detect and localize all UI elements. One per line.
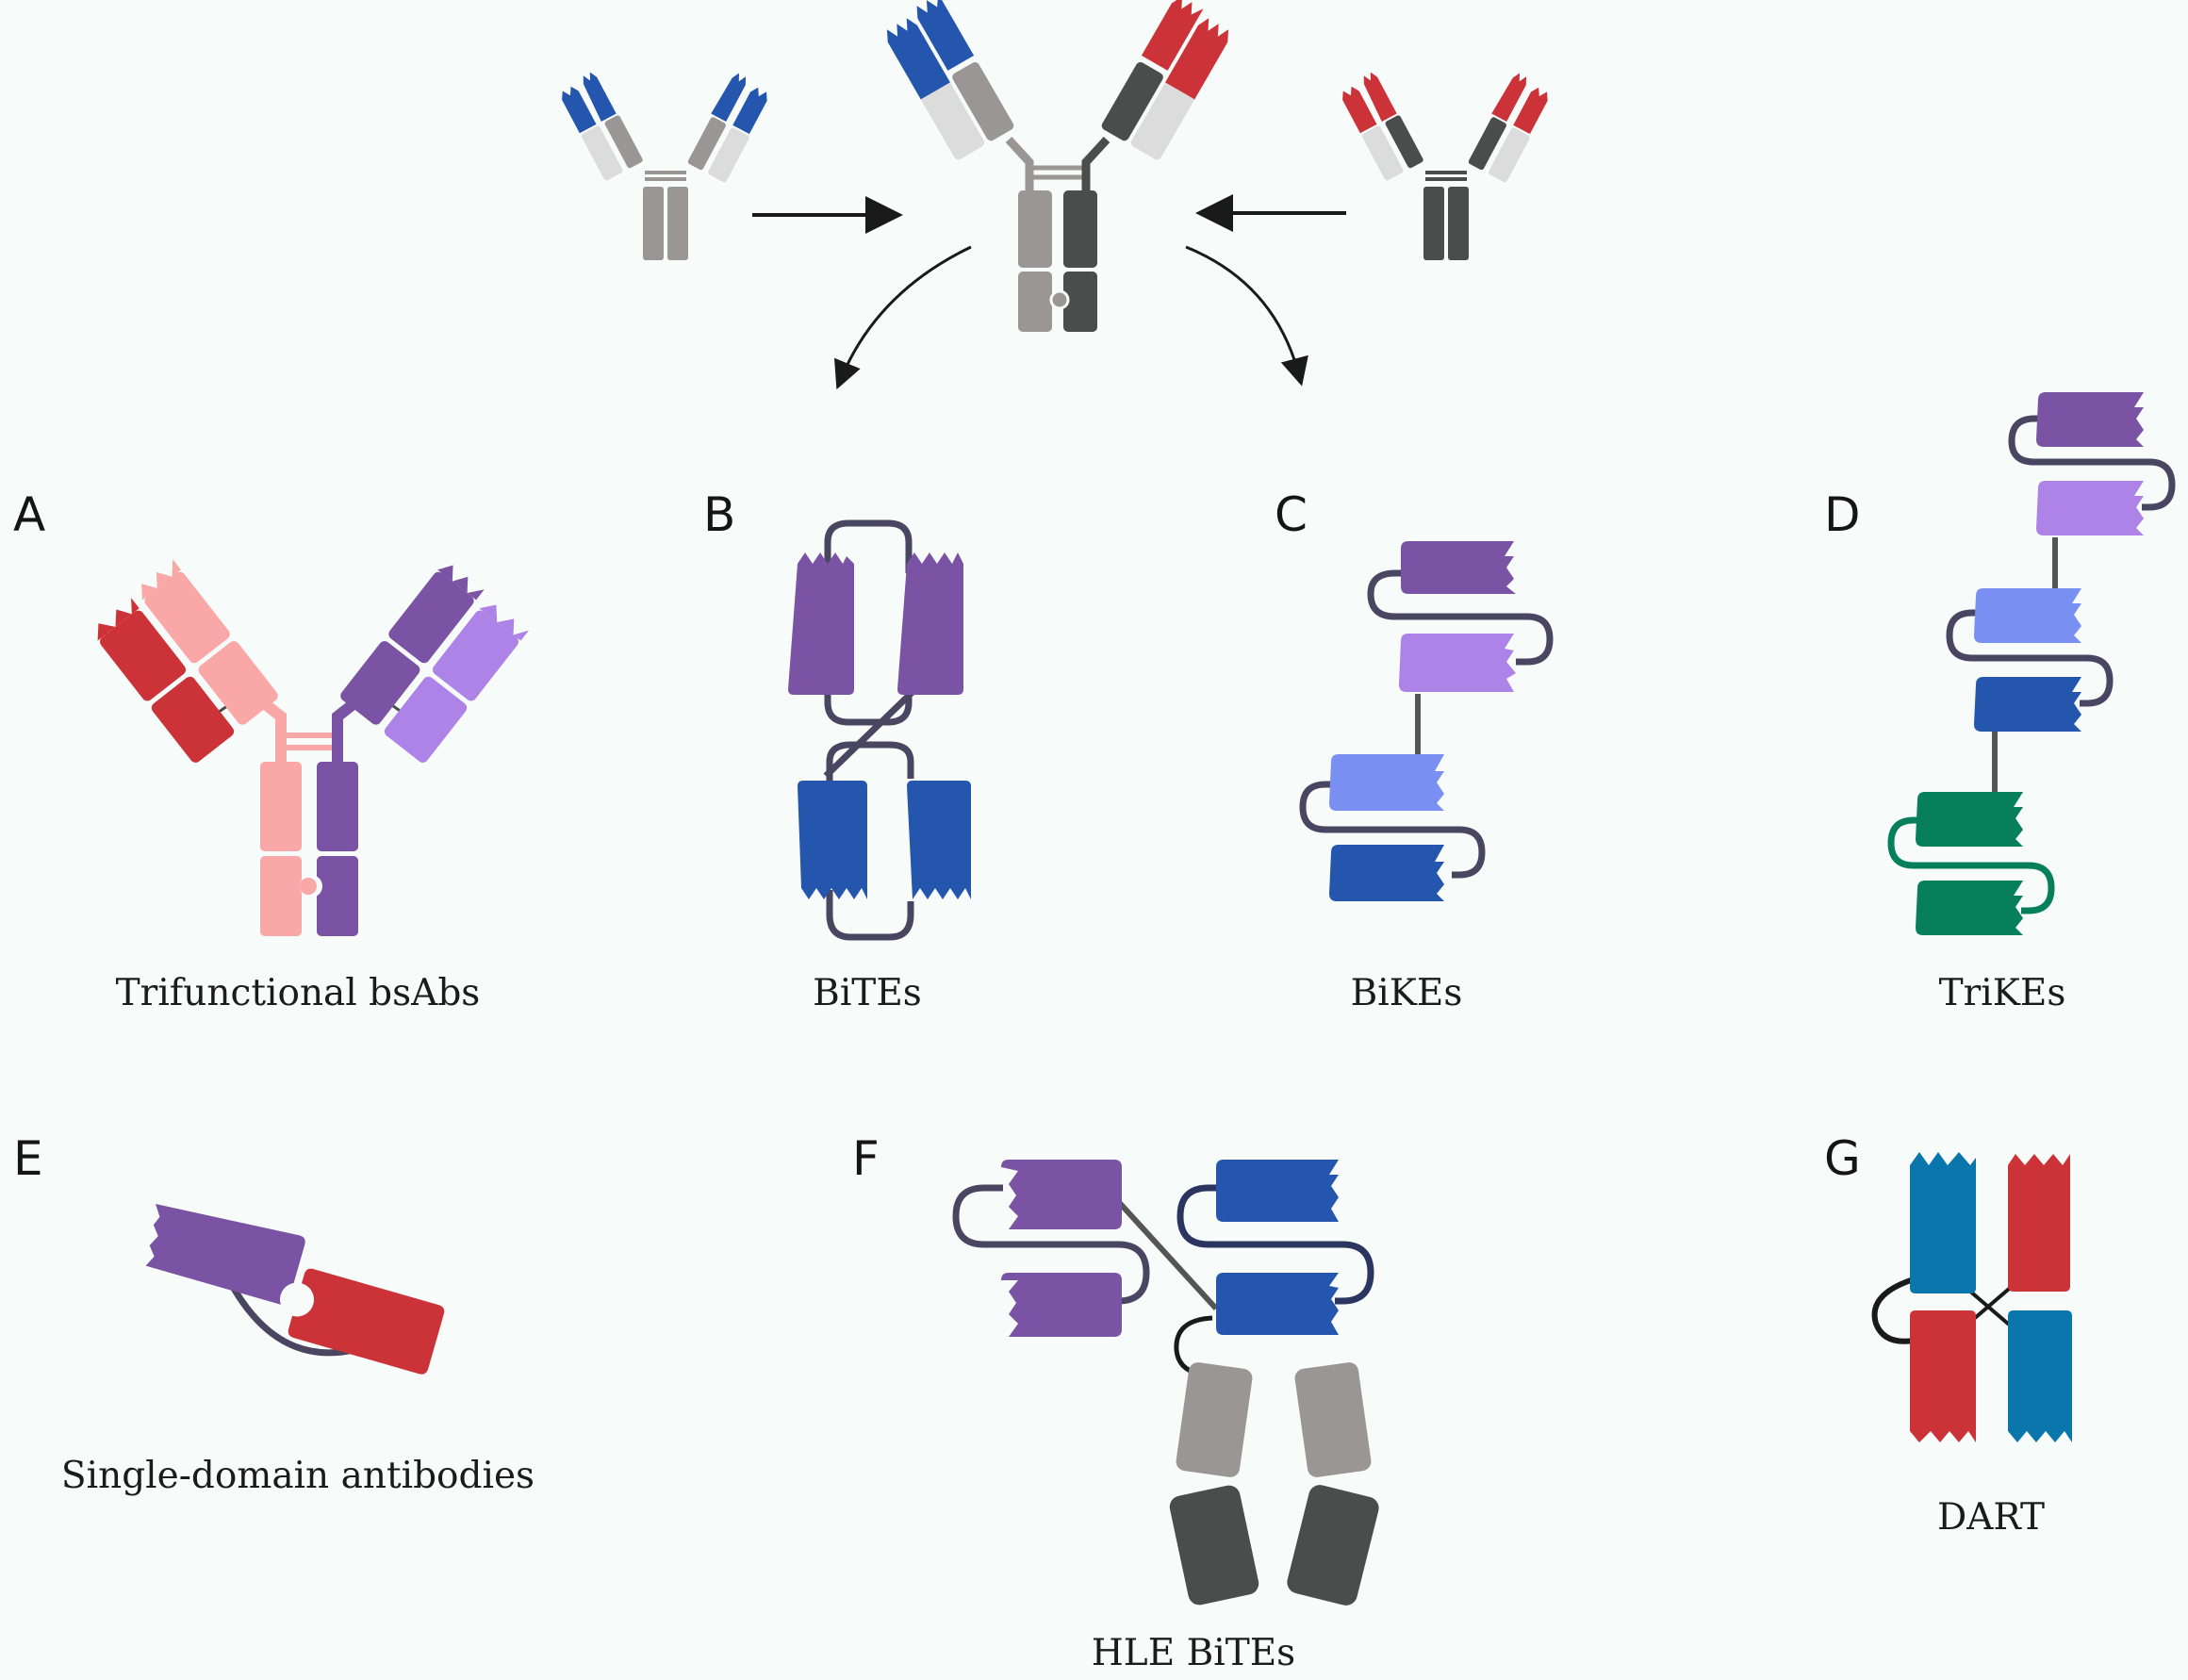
hle-bite-illustration (952, 1160, 1379, 1606)
panel-letter-f: F (852, 1131, 880, 1186)
caption-trikes: TriKEs (1939, 972, 2066, 1014)
parental-antibody-red (1342, 72, 1548, 260)
caption-single-domain-antibodies: Single-domain antibodies (61, 1455, 535, 1497)
caption-hle-bites: HLE BiTEs (1092, 1632, 1295, 1674)
trike-illustration (1887, 392, 2176, 935)
caption-trifunctional-bsabs: Trifunctional bsAbs (116, 972, 481, 1014)
panel-letter-e: E (13, 1131, 43, 1186)
caption-bites: BiTEs (813, 972, 922, 1014)
hybrid-bispecific-antibody (886, 0, 1229, 332)
caption-bikes: BiKEs (1351, 972, 1463, 1014)
bike-illustration (1299, 541, 1554, 901)
panel-letter-d: D (1824, 487, 1861, 542)
panel-letter-g: G (1824, 1131, 1861, 1186)
panel-letter-b: B (703, 487, 735, 542)
panel-letter-a: A (13, 487, 45, 542)
dart-illustration (1871, 1152, 2072, 1442)
arrow-down-right (1185, 245, 1308, 387)
parental-antibody-blue (562, 72, 767, 260)
panel-letter-c: C (1275, 487, 1308, 542)
bite-illustration (788, 519, 971, 941)
caption-dart: DART (1937, 1496, 2045, 1539)
single-domain-antibody-illustration (145, 1204, 445, 1375)
trifunctional-bsab-illustration (97, 559, 530, 936)
arrow-down-left (834, 245, 972, 390)
